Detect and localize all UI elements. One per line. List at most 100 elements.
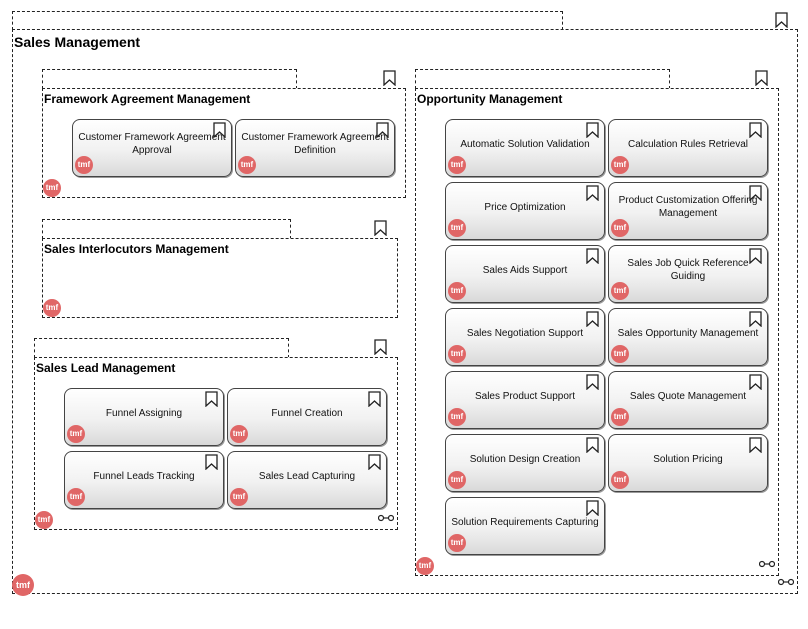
tmf-badge: tmf bbox=[611, 471, 629, 489]
bookmark-icon bbox=[586, 374, 599, 390]
function-card-label: Sales Quote Management bbox=[629, 390, 747, 402]
bookmark-icon bbox=[755, 70, 768, 86]
function-card-product-customization-offering-management[interactable]: Product Customization Offering Managemen… bbox=[608, 182, 768, 240]
function-card-label: Product Customization Offering Managemen… bbox=[618, 195, 758, 219]
function-card-label: Sales Product Support bbox=[474, 390, 576, 402]
bookmark-icon bbox=[586, 311, 599, 327]
function-card-price-optimization[interactable]: Price Optimization tmf bbox=[445, 182, 605, 240]
bookmark-icon bbox=[586, 122, 599, 138]
lead-title: Sales Lead Management bbox=[36, 361, 176, 375]
tmf-badge: tmf bbox=[611, 282, 629, 300]
function-card-solution-requirements-capturing[interactable]: Solution Requirements Capturing tmf bbox=[445, 497, 605, 555]
bookmark-icon bbox=[374, 339, 387, 355]
opportunity-title: Opportunity Management bbox=[417, 92, 563, 106]
lead-tab bbox=[34, 338, 289, 358]
bookmark-icon bbox=[205, 454, 218, 470]
tmf-badge: tmf bbox=[230, 425, 248, 443]
tmf-badge: tmf bbox=[238, 156, 256, 174]
function-card-funnel-leads-tracking[interactable]: Funnel Leads Tracking tmf bbox=[64, 451, 224, 509]
function-card-label: Customer Framework Agreement Definition bbox=[241, 132, 389, 156]
function-card-automatic-solution-validation[interactable]: Automatic Solution Validation tmf bbox=[445, 119, 605, 177]
framework-title: Framework Agreement Management bbox=[44, 92, 251, 106]
tmf-badge: tmf bbox=[43, 299, 61, 317]
function-card-solution-pricing[interactable]: Solution Pricing tmf bbox=[608, 434, 768, 492]
tmf-badge: tmf bbox=[448, 156, 466, 174]
link-icon bbox=[378, 514, 394, 522]
function-card-label: Solution Design Creation bbox=[469, 453, 581, 465]
function-card-sales-lead-capturing[interactable]: Sales Lead Capturing tmf bbox=[227, 451, 387, 509]
function-card-label: Funnel Leads Tracking bbox=[93, 470, 195, 482]
function-card-label: Calculation Rules Retrieval bbox=[627, 138, 749, 150]
tmf-badge: tmf bbox=[448, 471, 466, 489]
bookmark-icon bbox=[586, 437, 599, 453]
bookmark-icon bbox=[383, 70, 396, 86]
function-card-label: Sales Lead Capturing bbox=[258, 470, 356, 482]
bookmark-icon bbox=[213, 122, 226, 138]
tmf-badge: tmf bbox=[67, 488, 85, 506]
tmf-badge: tmf bbox=[67, 425, 85, 443]
tmf-badge: tmf bbox=[611, 408, 629, 426]
function-card-sales-opportunity-management[interactable]: Sales Opportunity Management tmf bbox=[608, 308, 768, 366]
tmf-badge: tmf bbox=[43, 179, 61, 197]
function-card-sales-product-support[interactable]: Sales Product Support tmf bbox=[445, 371, 605, 429]
tmf-badge: tmf bbox=[448, 282, 466, 300]
tmf-badge: tmf bbox=[611, 156, 629, 174]
interlocutors-tab bbox=[42, 219, 291, 239]
sales-management-tab bbox=[12, 11, 563, 30]
bookmark-icon bbox=[376, 122, 389, 138]
function-card-label: Solution Requirements Capturing bbox=[451, 516, 599, 528]
sales-management-title: Sales Management bbox=[14, 34, 141, 50]
link-icon bbox=[778, 578, 794, 586]
tmf-badge: tmf bbox=[448, 534, 466, 552]
bookmark-icon bbox=[586, 500, 599, 516]
function-card-label: Price Optimization bbox=[484, 201, 566, 213]
bookmark-icon bbox=[749, 122, 762, 138]
bookmark-icon bbox=[749, 185, 762, 201]
tmf-badge: tmf bbox=[416, 557, 434, 575]
framework-tab bbox=[42, 69, 297, 89]
bookmark-icon bbox=[368, 391, 381, 407]
tmf-badge: tmf bbox=[12, 574, 34, 596]
bookmark-icon bbox=[749, 311, 762, 327]
tmf-badge: tmf bbox=[611, 219, 629, 237]
bookmark-icon bbox=[775, 12, 788, 28]
function-card-label: Sales Opportunity Management bbox=[617, 327, 759, 339]
function-card-label: Sales Aids Support bbox=[482, 264, 568, 276]
bookmark-icon bbox=[749, 374, 762, 390]
tmf-badge: tmf bbox=[448, 345, 466, 363]
link-icon bbox=[759, 560, 775, 568]
function-card-funnel-assigning[interactable]: Funnel Assigning tmf bbox=[64, 388, 224, 446]
function-card-label: Funnel Creation bbox=[271, 407, 343, 419]
function-card-sales-aids-support[interactable]: Sales Aids Support tmf bbox=[445, 245, 605, 303]
function-card-label: Sales Negotiation Support bbox=[466, 327, 584, 339]
bookmark-icon bbox=[586, 185, 599, 201]
function-card-label: Solution Pricing bbox=[653, 453, 723, 465]
bookmark-icon bbox=[749, 437, 762, 453]
bookmark-icon bbox=[368, 454, 381, 470]
tmf-badge: tmf bbox=[448, 219, 466, 237]
tmf-badge: tmf bbox=[35, 511, 53, 529]
bookmark-icon bbox=[586, 248, 599, 264]
function-card-label: Customer Framework Agreement Approval bbox=[78, 132, 226, 156]
function-card-label: Automatic Solution Validation bbox=[460, 138, 590, 150]
interlocutors-title: Sales Interlocutors Management bbox=[44, 242, 229, 256]
bookmark-icon bbox=[374, 220, 387, 236]
tmf-badge: tmf bbox=[611, 345, 629, 363]
function-card-label: Sales Job Quick Reference Guiding bbox=[627, 258, 749, 282]
opportunity-tab bbox=[415, 69, 670, 89]
tmf-badge: tmf bbox=[230, 488, 248, 506]
function-card-label: Funnel Assigning bbox=[105, 407, 183, 419]
bookmark-icon bbox=[205, 391, 218, 407]
function-card-calculation-rules-retrieval[interactable]: Calculation Rules Retrieval tmf bbox=[608, 119, 768, 177]
sales-interlocutors-package[interactable] bbox=[42, 238, 398, 318]
tmf-badge: tmf bbox=[75, 156, 93, 174]
tmf-badge: tmf bbox=[448, 408, 466, 426]
function-card-funnel-creation[interactable]: Funnel Creation tmf bbox=[227, 388, 387, 446]
bookmark-icon bbox=[749, 248, 762, 264]
